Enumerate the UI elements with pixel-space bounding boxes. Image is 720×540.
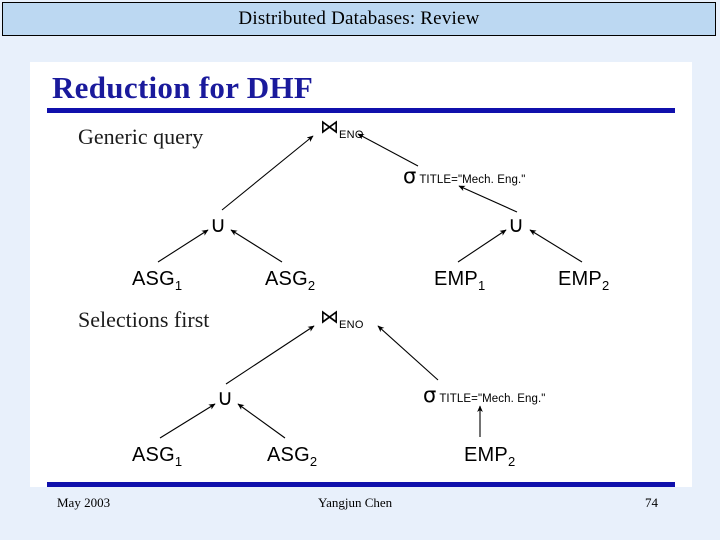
relation-emp1-generic: EMP1 [434, 268, 485, 293]
section-label-generic-query: Generic query [78, 124, 204, 149]
relation-name: EMP [464, 444, 508, 466]
footer-author: Yangjun Chen [318, 495, 393, 510]
section-label-selections-first: Selections first [78, 307, 210, 332]
relation-subscript: 1 [174, 454, 183, 469]
relation-subscript: 1 [477, 278, 486, 293]
page-title: Distributed Databases: Review [238, 8, 480, 29]
relation-name: ASG [267, 444, 310, 466]
relation-asg1-selections: ASG1 [132, 444, 182, 469]
relation-subscript: 1 [174, 278, 183, 293]
edge-union-to-select-generic [458, 185, 518, 213]
divider-top [47, 108, 675, 113]
union-node-emp-generic: ∪ [508, 212, 525, 237]
union-node-asg-selections: ∪ [217, 385, 234, 410]
edge-emp2-to-union-generic [529, 229, 583, 263]
relation-subscript: 2 [307, 278, 316, 293]
edge-union-to-join-selections [225, 325, 315, 385]
edge-emp1-to-union-generic [457, 229, 507, 263]
edge-select-to-join-selections [377, 325, 439, 381]
edge-asg1-to-union-selections [159, 403, 216, 439]
join-node-generic: ⋈ENO [320, 118, 364, 141]
relation-emp2-selections: EMP2 [464, 444, 515, 469]
header-banner: Distributed Databases: Review [2, 2, 716, 36]
join-subscript: ENO [339, 318, 364, 331]
relation-name: ASG [132, 268, 175, 290]
edge-asg1-to-union-generic [157, 229, 209, 263]
relation-asg1-generic: ASG1 [132, 268, 182, 293]
relation-name: EMP [558, 268, 602, 290]
edge-asg2-to-union-selections [237, 403, 286, 439]
relation-asg2-generic: ASG2 [265, 268, 315, 293]
footer-page-number: 74 [645, 495, 658, 510]
footer-date: May 2003 [57, 495, 111, 510]
join-subscript: ENO [339, 128, 364, 141]
relation-name: EMP [434, 268, 478, 290]
sigma-symbol: σ [423, 383, 437, 407]
relation-asg2-selections: ASG2 [267, 444, 317, 469]
edge-asg2-to-union-generic [230, 229, 283, 263]
union-node-asg-generic: ∪ [210, 212, 227, 237]
slide-title: Reduction for DHF [52, 70, 314, 105]
select-condition: TITLE="Mech. Eng." [419, 174, 526, 186]
relation-subscript: 2 [507, 454, 516, 469]
relation-emp2-generic: EMP2 [558, 268, 609, 293]
divider-bottom [47, 482, 675, 487]
slide-canvas: Reduction for DHF Generic query ⋈ENO ∪ σ… [30, 62, 692, 487]
relation-subscript: 2 [601, 278, 610, 293]
relation-name: ASG [265, 268, 308, 290]
join-symbol: ⋈ [320, 117, 339, 138]
relation-name: ASG [132, 444, 175, 466]
join-symbol: ⋈ [320, 307, 339, 328]
join-node-selections: ⋈ENO [320, 308, 364, 331]
relation-subscript: 2 [309, 454, 318, 469]
footer: May 2003 Yangjun Chen 74 [0, 495, 720, 519]
edge-union-to-join-generic [221, 135, 314, 211]
edge-select-to-join-generic [357, 133, 419, 167]
sigma-symbol: σ [403, 164, 417, 188]
select-condition: TITLE="Mech. Eng." [439, 393, 546, 405]
